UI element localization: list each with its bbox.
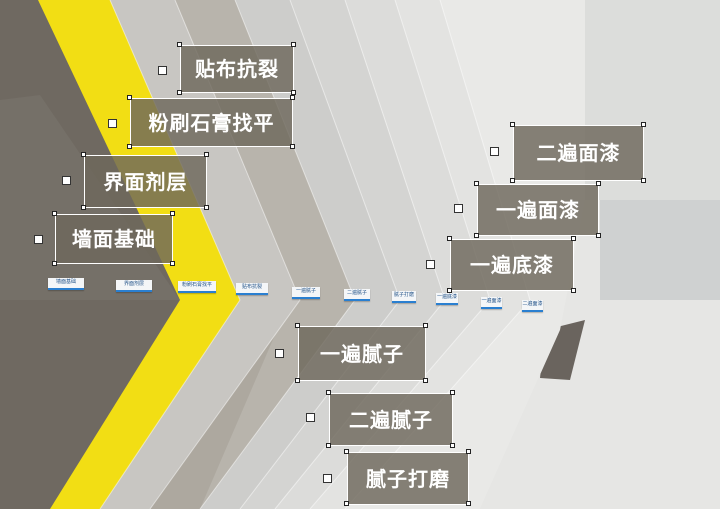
handle — [641, 122, 646, 127]
handle — [52, 261, 57, 266]
handle — [510, 178, 515, 183]
handle — [596, 181, 601, 186]
handle — [474, 233, 479, 238]
handle — [177, 90, 182, 95]
bullet-marker — [108, 119, 117, 128]
handle — [127, 95, 132, 100]
handle — [466, 449, 471, 454]
handle — [326, 443, 331, 448]
handle — [447, 236, 452, 241]
bullet-marker — [454, 204, 463, 213]
handle — [204, 152, 209, 157]
handle — [295, 323, 300, 328]
handle — [466, 501, 471, 506]
bullet-marker — [275, 349, 284, 358]
handle — [290, 144, 295, 149]
handle — [344, 501, 349, 506]
plate-2: 界面剂层 — [116, 280, 152, 292]
handle — [641, 178, 646, 183]
handle — [52, 211, 57, 216]
plate-7: 腻子打磨 — [392, 291, 416, 303]
label-primer: 一遍底漆 — [450, 239, 574, 291]
bullet-marker — [323, 474, 332, 483]
handle — [474, 181, 479, 186]
label-wall-base: 墙面基础 — [55, 214, 173, 264]
layer-putty-2 — [265, 0, 490, 509]
handle — [344, 449, 349, 454]
bullet-marker — [158, 66, 167, 75]
bullet-marker — [490, 147, 499, 156]
plate-8: 一遍底漆 — [436, 293, 458, 305]
layer-putty-sanding — [300, 0, 530, 509]
handle — [127, 144, 132, 149]
bullet-marker — [426, 260, 435, 269]
handle — [450, 390, 455, 395]
handle — [290, 95, 295, 100]
handle — [326, 390, 331, 395]
handle — [295, 378, 300, 383]
handle — [571, 236, 576, 241]
handle — [596, 233, 601, 238]
handle — [291, 42, 296, 47]
plate-9: 一遍面漆 — [481, 297, 502, 309]
bullet-marker — [62, 176, 71, 185]
label-putty-2: 二遍腻子 — [329, 393, 453, 446]
plate-10: 二遍面漆 — [522, 300, 543, 312]
layer-mesh — [190, 0, 400, 509]
handle — [170, 211, 175, 216]
plate-1: 墙面基础 — [48, 278, 84, 290]
label-putty-1: 一遍腻子 — [298, 326, 426, 381]
handle — [450, 443, 455, 448]
handle — [423, 323, 428, 328]
handle — [291, 90, 296, 95]
handle — [423, 378, 428, 383]
plate-6: 二遍腻子 — [344, 289, 370, 301]
paint-gray-block — [600, 200, 720, 300]
bullet-marker — [306, 413, 315, 422]
handle — [571, 288, 576, 293]
label-plaster-leveling: 粉刷石膏找平 — [130, 98, 293, 147]
label-topcoat-1: 一遍面漆 — [477, 184, 599, 236]
handle — [447, 288, 452, 293]
plate-5: 一遍腻子 — [292, 287, 320, 299]
handle — [204, 205, 209, 210]
handle — [81, 152, 86, 157]
handle — [177, 42, 182, 47]
label-topcoat-2: 二遍面漆 — [513, 125, 644, 181]
plate-3: 粉刷石膏找平 — [178, 281, 216, 293]
plate-4: 贴布抗裂 — [236, 283, 268, 295]
label-mesh-crack-resist: 贴布抗裂 — [180, 45, 294, 93]
label-putty-sanding: 腻子打磨 — [347, 452, 469, 505]
label-interface-agent: 界面剂层 — [84, 155, 207, 208]
handle — [170, 261, 175, 266]
handle — [510, 122, 515, 127]
handle — [81, 205, 86, 210]
bullet-marker — [34, 235, 43, 244]
